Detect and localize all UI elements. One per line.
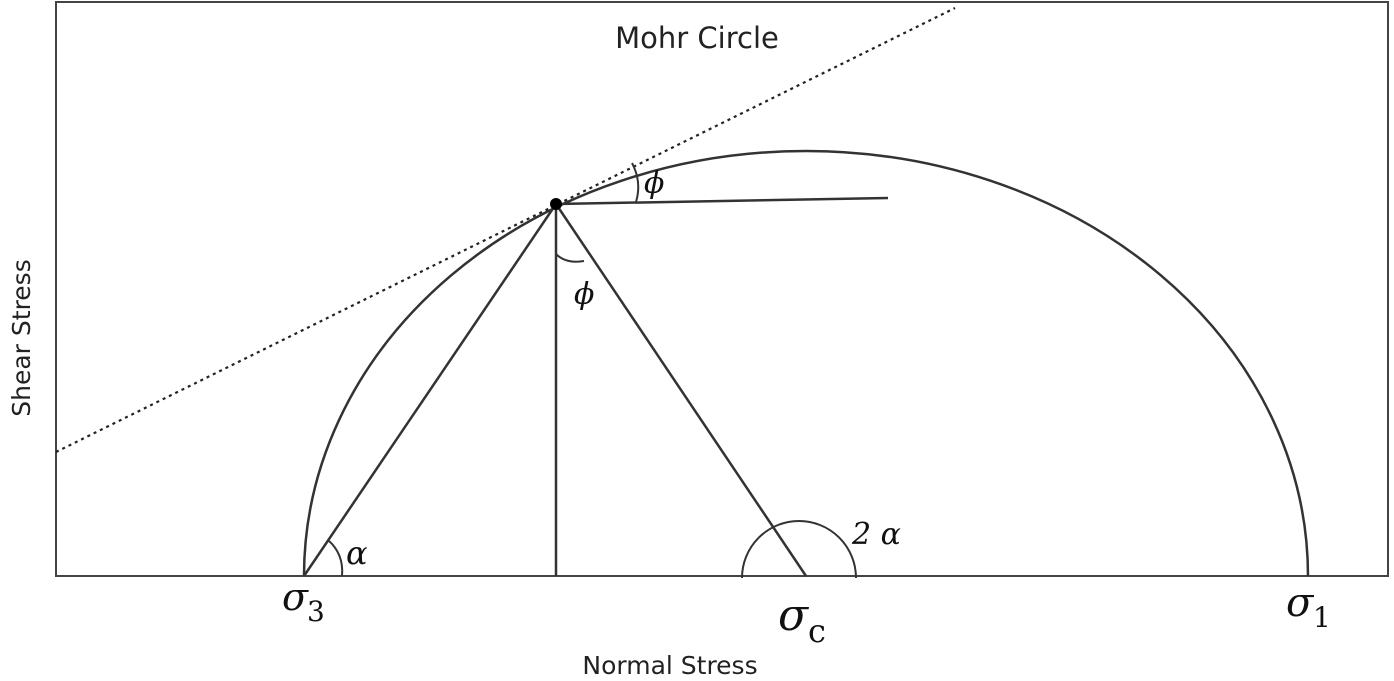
chord-sigma3-to-tangent [302, 203, 558, 577]
phi-center-label: ϕ [574, 277, 594, 312]
phi-top-arc [631, 162, 640, 203]
svg-text:c: c [808, 612, 826, 650]
phi-center-arc [555, 253, 585, 263]
x-axis-label: Normal Stress [582, 651, 757, 680]
svg-text:σ: σ [1286, 580, 1315, 626]
svg-text:σ: σ [778, 590, 810, 641]
radius-center-to-tangent [554, 203, 808, 577]
sigma3-label: σ 3 [282, 575, 325, 628]
horizontal-reference-line [555, 196, 889, 206]
svg-text:3: 3 [307, 595, 325, 628]
mohr-semicircle [302, 149, 1310, 577]
svg-text:σ: σ [282, 575, 309, 619]
y-axis-label: Shear Stress [7, 259, 36, 416]
two-alpha-arc [741, 520, 857, 579]
alpha-label: α [346, 534, 368, 572]
two-alpha-label: 2 α [851, 517, 901, 552]
svg-text:1: 1 [1313, 601, 1331, 634]
alpha-arc [327, 539, 344, 577]
failure-envelope-line [55, 7, 956, 453]
phi-top-label: ϕ [644, 166, 664, 201]
tangent-point [550, 198, 562, 210]
sigmac-label: σ c [778, 590, 826, 650]
plot-frame [55, 1, 1389, 577]
diagram-title: Mohr Circle [615, 21, 779, 55]
sigma1-label: σ 1 [1286, 580, 1331, 634]
